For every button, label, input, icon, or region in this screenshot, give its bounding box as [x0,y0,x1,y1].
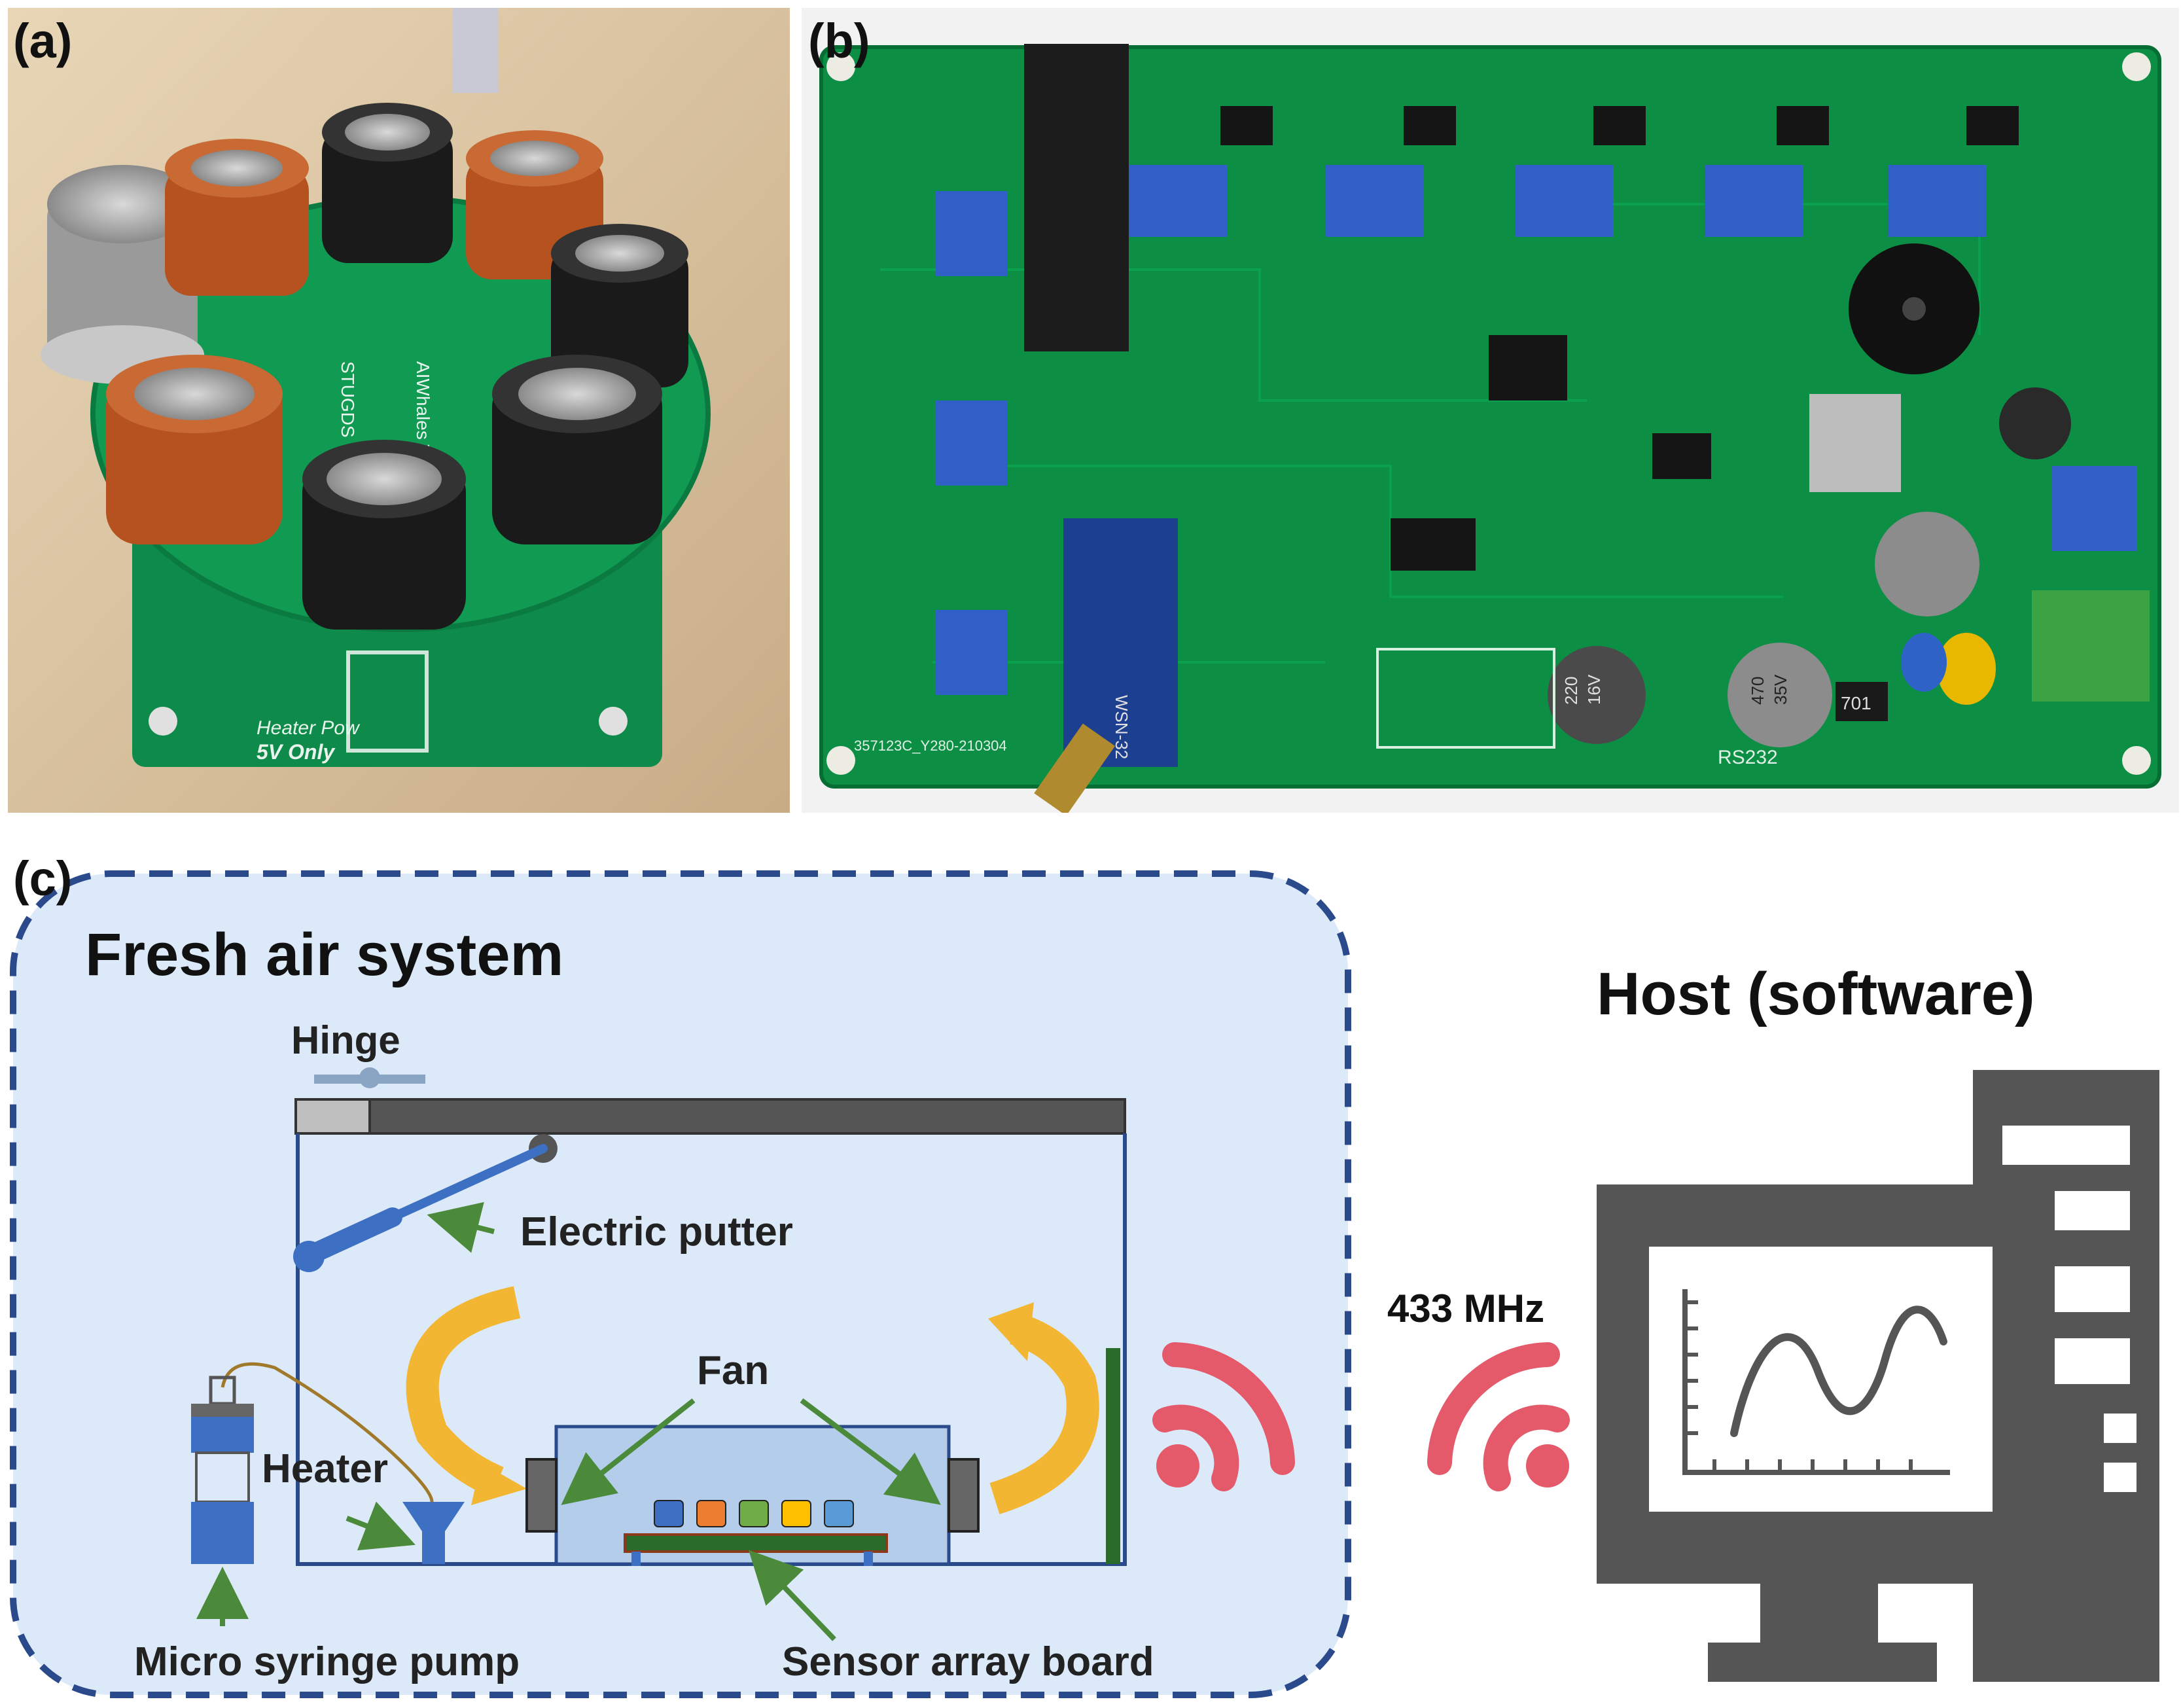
screw [149,707,177,736]
trimmer-potentiometers [936,165,2137,695]
board-id: 357123C_Y280-210304 [854,738,1007,754]
mounting-posts [826,52,2151,775]
chamber-side-wall [1106,1348,1120,1564]
frequency-label: 433 MHz [1387,1287,1544,1330]
cap-label: 220 [1561,677,1581,705]
gas-sensor-orange [106,355,283,544]
board-text: Heater Pow [257,717,361,739]
antenna [1034,723,1115,813]
terminal-block [2032,590,2150,702]
yellow-capacitor [1937,633,1996,705]
wireless-icon [1427,1342,1570,1491]
top-lid [368,1098,1126,1135]
airflow-arrow-right [989,1312,1099,1514]
cap-label: 35V [1771,674,1790,705]
gas-sensor-orange [165,139,309,296]
panel-label-c: (c) [13,851,73,906]
module-label: WSN-32 [1112,695,1131,759]
pump-label: Micro syringe pump [134,1639,520,1684]
putter-label: Electric putter [520,1209,793,1254]
electrolytic-capacitor: 220 16V [1548,646,1646,744]
electrolytic-capacitor [1999,387,2071,459]
fan-arrow-left [561,1398,696,1505]
panel-label-b: (b) [808,14,870,68]
ic-chips [1220,106,2019,571]
sensor-chips [654,1500,854,1527]
sensor-board-label: Sensor array board [782,1639,1154,1684]
inductor [1835,682,1888,721]
airflow-arrow-left [406,1286,521,1498]
heater-connector [346,650,429,753]
blue-capacitor [1901,633,1947,692]
gas-sensor-black [322,103,453,263]
hinge-icon [314,1067,425,1088]
ribbon-cable [453,8,499,93]
hinge-label: Hinge [291,1018,400,1062]
silk-text: AIWhales T [413,361,433,455]
inductor-label: 701 [1841,693,1871,713]
gas-sensor-orange [466,130,603,279]
main-pcb-photo: 220 16V 470 35V 701 WSN-32 RS232 357123C… [802,8,2179,813]
heater-label: Heater [262,1446,388,1491]
cap-label: 470 [1748,677,1767,705]
heater-icon [402,1502,465,1564]
putter-arrow [427,1201,495,1253]
electric-putter-icon [293,1134,558,1272]
electrolytic-capacitor [1875,512,1979,616]
system-diagram: Fresh air system Hinge Electric putter F… [10,870,2159,1698]
gas-sensor-black [492,355,662,544]
silk-text: STUGDS [338,361,358,438]
panel-label-a: (a) [13,14,73,68]
board-text-2: 5V Only [257,740,336,764]
buzzer-hole [1902,297,1926,321]
airflow-arrow-left-head [471,1463,527,1505]
chart-icon [1682,1289,1950,1475]
syringe-pump-icon [191,1376,254,1564]
header-connector [1024,44,1129,351]
fresh-air-system-panel [10,870,1351,1698]
cap-label: 16V [1584,674,1604,705]
lid-hinge-plate [294,1098,371,1135]
voltage-regulator [1809,394,1901,492]
heater-arrow [346,1501,416,1551]
fan-label: Fan [697,1348,769,1393]
serial-port-outline [1376,648,1555,749]
airflow-arrow-right-head [988,1302,1034,1361]
sensor-board-arrow [748,1550,836,1641]
rs232-label: RS232 [1718,747,1778,768]
wireless-icon [1152,1342,1295,1491]
host-title: Host (software) [1597,961,2035,1027]
screw [599,707,628,736]
fresh-air-system-title: Fresh air system [85,921,563,988]
electrolytic-capacitor: 470 35V [1728,643,1832,747]
fan-arrow-right [800,1398,941,1505]
sensor-array-photo: Heater Pow 5V Only STUGDS AIWhales T [8,8,790,813]
gas-sensor-black [551,224,688,387]
fan-icon [525,1458,558,1533]
gas-sensor-black [302,440,466,630]
tube [221,1362,434,1503]
fan-icon [948,1458,980,1533]
